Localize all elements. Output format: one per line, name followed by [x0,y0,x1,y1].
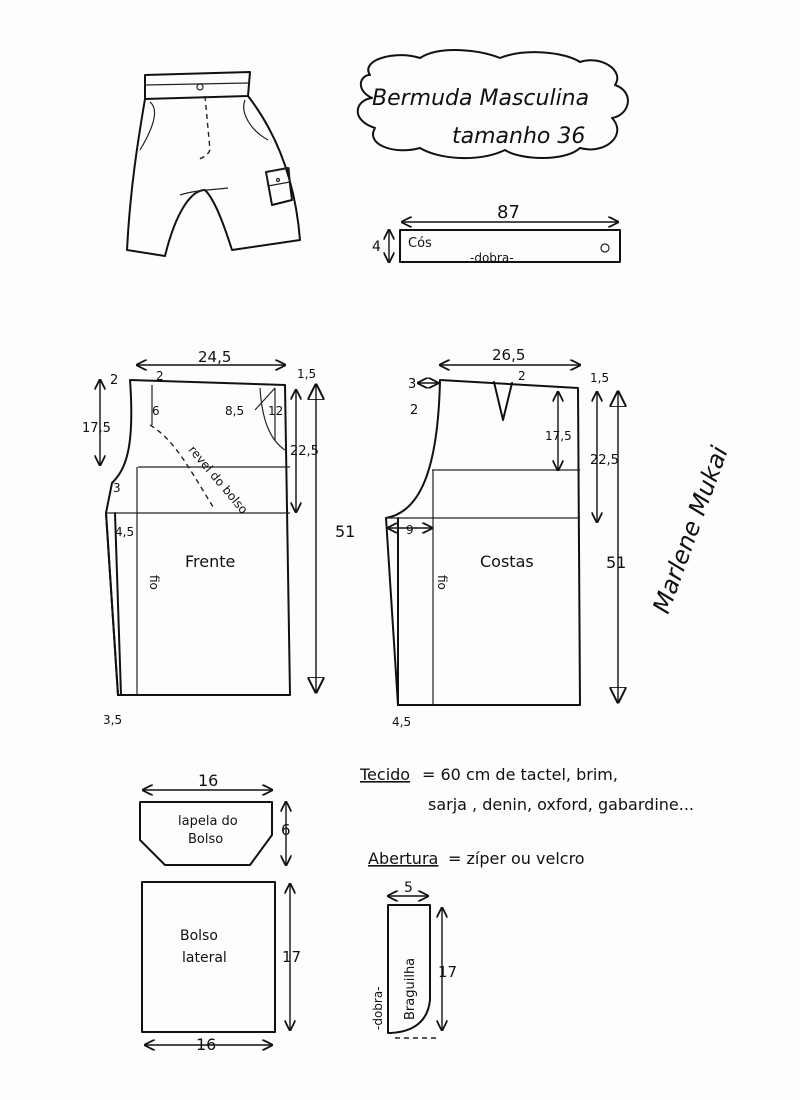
back-top-right: 1,5 [590,371,609,385]
side-pocket-piece: Bolso lateral 17 16 [141,881,301,1054]
front-grain: fio [147,575,161,590]
pocket-flap-label-1: lapela do [178,814,238,829]
front-hem-in: 3,5 [103,713,122,727]
fabric-note: Tecido = 60 cm de tactel, brim, sarja , … [359,765,694,814]
back-label: Costas [480,552,534,571]
fabric-label: Tecido [359,765,410,784]
opening-note: Abertura = zíper ou velcro [368,849,585,868]
back-hem-in: 4,5 [392,715,411,729]
front-pocket-side: 12 [268,404,283,418]
title-cloud: Bermuda Masculina tamanho 36 [356,49,629,159]
back-top-width: 26,5 [492,346,525,364]
front-pocket-depth: 17,5 [82,421,111,436]
waistband-piece: 87 Cós -dobra- 4 [372,202,621,265]
opening-text: = zíper ou velcro [448,849,585,868]
back-dart-width: 2 [518,369,526,383]
back-top-left-down: 2 [410,403,418,418]
title-line1: Bermuda Masculina [372,86,589,111]
fly-piece: 5 Braguilha -dobra- 17 [371,880,457,1039]
front-top-left-rise: 2 [110,373,118,388]
shorts-sketch [126,71,301,257]
side-pocket-label-2: lateral [182,950,227,966]
pocket-flap-label-2: Bolso [188,832,223,847]
fly-width: 5 [404,880,413,896]
front-length: 51 [335,522,355,541]
back-grain: fio [435,575,449,590]
signature-text: Marlene Mukai [647,442,733,617]
back-hip-line: 22,5 [590,453,619,468]
fly-fold: -dobra- [371,986,385,1030]
back-length: 51 [606,553,626,572]
fabric-line2: sarja , denin, oxford, gabardine... [428,795,694,814]
opening-label: Abertura [368,849,438,868]
side-pocket-height: 17 [282,948,301,966]
back-crotch-ext: 9 [406,523,414,537]
front-hip-line: 22,5 [290,444,319,459]
front-pocket-facing: revel do bolso [186,443,251,517]
pocket-flap-width: 16 [198,771,218,790]
back-dart-depth: 17,5 [545,429,572,443]
front-piece: Frente fio revel do bolso 24,5 2 2 1,5 1… [82,348,355,727]
signature: Marlene Mukai [647,442,733,617]
front-top-right: 1,5 [297,367,316,381]
front-label: Frente [185,552,235,571]
fly-label: Braguilha [403,958,418,1020]
fly-height: 17 [438,963,457,981]
pocket-flap-piece: 16 lapela do Bolso 6 [139,771,291,865]
pocket-flap-height: 6 [281,821,291,839]
waistband-length: 87 [497,202,520,223]
fabric-line1: = 60 cm de tactel, brim, [422,765,618,784]
front-pocket-slant: 6 [152,404,160,418]
front-top-width: 24,5 [198,348,231,366]
waistband-height: 4 [372,239,381,255]
front-crotch-ext: 4,5 [115,525,134,539]
side-pocket-label-1: Bolso [180,928,218,944]
back-piece: Costas fio 26,5 3 2 2 1,5 17,5 22,5 51 9… [385,346,626,729]
side-pocket-width: 16 [196,1035,216,1054]
waistband-fold: -dobra- [470,251,514,265]
waistband-label: Cós [408,236,432,251]
front-top-mid-rise: 2 [156,369,164,383]
back-top-left: 3 [408,377,416,392]
title-line2: tamanho 36 [452,124,585,149]
front-pocket-diag: 8,5 [225,404,244,418]
front-crotch-in: 3 [113,481,121,495]
